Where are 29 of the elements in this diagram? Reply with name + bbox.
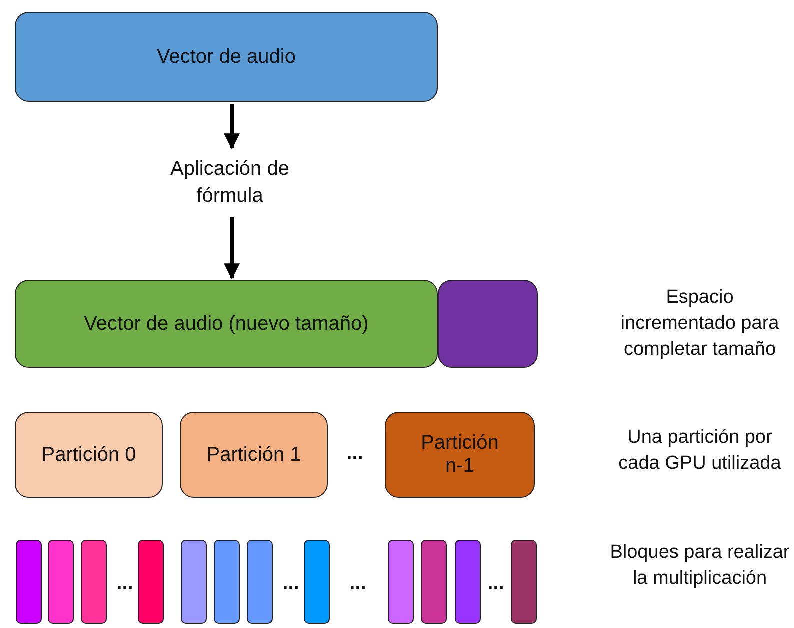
process-box: Vector de audio bbox=[15, 12, 438, 102]
side-note: Espacio incrementado para completar tamaño bbox=[620, 286, 780, 362]
block-bar bbox=[511, 540, 537, 624]
block-bar bbox=[304, 540, 330, 624]
block-bar bbox=[388, 540, 414, 624]
process-box: Vector de audio (nuevo tamaño) bbox=[15, 280, 438, 368]
arrow bbox=[224, 217, 240, 280]
ellipsis: ... bbox=[282, 571, 300, 596]
step-label: Aplicación de fórmula bbox=[145, 150, 315, 215]
block-bar bbox=[247, 540, 273, 624]
block-bar bbox=[421, 540, 447, 624]
block-bar bbox=[16, 540, 42, 624]
ellipsis: ... bbox=[346, 441, 364, 466]
block-bar bbox=[181, 540, 207, 624]
process-box: Partición 0 bbox=[15, 412, 163, 498]
block-bar bbox=[138, 540, 164, 624]
process-box: Partición n-1 bbox=[385, 412, 535, 498]
process-box: Partición 1 bbox=[180, 412, 328, 498]
block-bar bbox=[48, 540, 74, 624]
ellipsis: ... bbox=[348, 571, 368, 596]
arrow bbox=[224, 104, 240, 150]
block-bar bbox=[214, 540, 240, 624]
side-note: Una partición por cada GPU utilizada bbox=[618, 426, 782, 476]
ellipsis: ... bbox=[486, 571, 506, 596]
block-bar bbox=[455, 540, 481, 624]
block-bar bbox=[81, 540, 107, 624]
filler-block bbox=[438, 280, 538, 368]
ellipsis: ... bbox=[116, 571, 134, 596]
side-note: Bloques para realizar la multiplicación bbox=[610, 541, 790, 591]
